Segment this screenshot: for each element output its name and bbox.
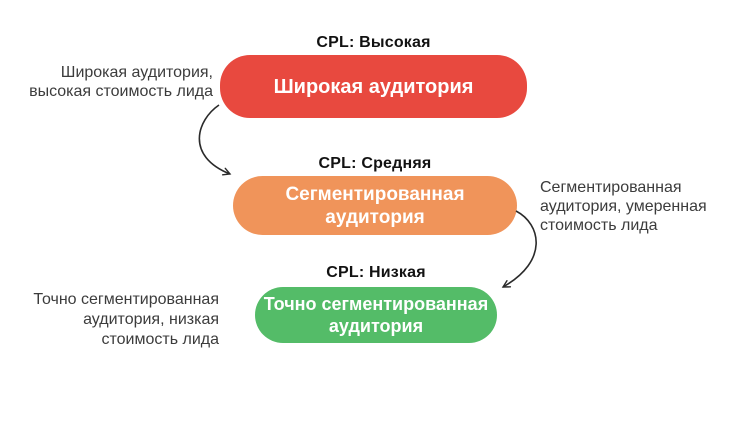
cpl-label-high: CPL: Высокая <box>316 34 431 51</box>
stage-box-wide-audience: Широкая аудитория <box>220 55 527 118</box>
note-segmented-audience: Сегментированная аудитория, умеренная ст… <box>540 178 746 235</box>
note-line: Точно сегментированная <box>33 291 219 308</box>
note-line: Широкая аудитория, <box>60 64 213 81</box>
cpl-label-low: CPL: Низкая <box>326 264 426 281</box>
stage-box-wide-audience-label: Широкая аудитория <box>273 75 474 98</box>
cpl-label-medium: CPL: Средняя <box>318 155 432 172</box>
stage-box-precisely-segmented-audience-label: Точно сегментированная аудитория <box>263 294 489 336</box>
arrow-stage1-to-stage2 <box>198 104 232 176</box>
stage-box-segmented-audience-label: Сегментированная аудитория <box>285 183 465 228</box>
note-line: Сегментированная <box>540 179 682 196</box>
note-line: аудитория, низкая <box>83 311 219 328</box>
stage-box-precisely-segmented-audience: Точно сегментированная аудитория <box>255 287 497 343</box>
note-line: стоимость лида <box>540 217 658 234</box>
note-line: аудитория, умеренная <box>540 198 707 215</box>
note-line: высокая стоимость лида <box>29 83 213 100</box>
note-line: стоимость лида <box>101 331 220 348</box>
note-wide-audience: Широкая аудитория, высокая стоимость лид… <box>0 63 213 101</box>
stage-box-segmented-audience: Сегментированная аудитория <box>233 176 517 235</box>
note-precisely-segmented-audience: Точно сегментированная аудитория, низкая… <box>0 290 219 350</box>
